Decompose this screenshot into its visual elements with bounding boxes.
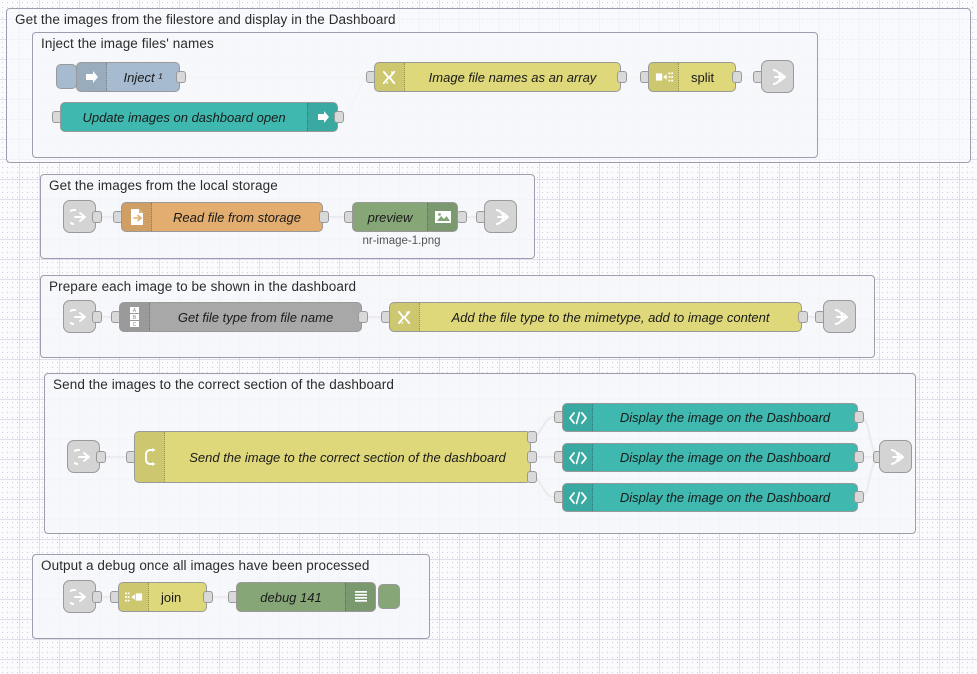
- node-inject-1-label: Inject ¹: [123, 69, 163, 85]
- node-debug-141-label: debug 141: [260, 589, 322, 605]
- template-code-icon: [563, 404, 593, 431]
- function-icon: [375, 63, 405, 91]
- node-preview[interactable]: preview: [352, 202, 458, 232]
- node-read-file-from-storage-label: Read file from storage: [173, 209, 301, 225]
- node-display-image-3-label: Display the image on the Dashboard: [619, 490, 831, 505]
- change-abc-icon: A B C: [120, 303, 150, 331]
- node-switch-send-to-section[interactable]: Send the image to the correct section of…: [134, 431, 531, 483]
- node-switch-output-port-1[interactable]: [527, 431, 537, 443]
- link-in-2[interactable]: [63, 200, 96, 233]
- node-display-image-1[interactable]: Display the image on the Dashboard: [562, 403, 858, 432]
- file-in-icon: [122, 203, 152, 231]
- node-read-file-from-storage[interactable]: Read file from storage: [121, 202, 323, 232]
- node-display-image-2[interactable]: Display the image on the Dashboard: [562, 443, 858, 472]
- link-in-3-output-port[interactable]: [92, 311, 102, 323]
- svg-text:A: A: [132, 308, 136, 314]
- node-add-mimetype-output-port[interactable]: [798, 311, 808, 323]
- node-image-file-names[interactable]: Image file names as an array: [374, 62, 621, 92]
- node-display-image-1-label: Display the image on the Dashboard: [619, 410, 831, 425]
- split-icon: [649, 63, 679, 91]
- node-switch-output-port-3[interactable]: [527, 471, 537, 483]
- link-in-icon: [69, 588, 86, 605]
- node-join[interactable]: join: [118, 582, 207, 612]
- group-storage-label: Get the images from the local storage: [49, 178, 278, 193]
- link-out-icon: [495, 208, 509, 225]
- node-image-file-names-label: Image file names as an array: [428, 69, 597, 85]
- node-debug-141[interactable]: debug 141: [236, 582, 376, 612]
- link-in-5[interactable]: [63, 580, 96, 613]
- node-display-image-3[interactable]: Display the image on the Dashboard: [562, 483, 858, 512]
- debug-enable-toggle-button[interactable]: [378, 584, 400, 609]
- link-out-icon: [772, 68, 786, 85]
- node-switch-send-to-section-label: Send the image to the correct section of…: [189, 449, 506, 465]
- link-in-4[interactable]: [67, 440, 100, 473]
- node-split-label: split: [691, 69, 715, 85]
- node-display-image-2-label: Display the image on the Dashboard: [619, 450, 831, 465]
- link-in-icon: [73, 448, 90, 465]
- link-in-4-output-port[interactable]: [96, 451, 106, 463]
- template-code-icon: [563, 484, 593, 511]
- node-update-on-open-output-port[interactable]: [334, 111, 344, 123]
- node-add-mimetype-label: Add the file type to the mimetype, add t…: [451, 309, 770, 325]
- inject-arrow-icon: [77, 63, 107, 91]
- group-inject-label: Inject the image files' names: [41, 36, 214, 51]
- node-add-mimetype[interactable]: Add the file type to the mimetype, add t…: [389, 302, 802, 332]
- node-file-names-output-port[interactable]: [617, 71, 627, 83]
- ui-control-arrow-icon: [307, 103, 337, 131]
- node-split-output-port[interactable]: [732, 71, 742, 83]
- link-in-icon: [69, 208, 86, 225]
- group-inject[interactable]: Inject the image files' names: [32, 32, 818, 158]
- link-in-2-output-port[interactable]: [92, 211, 102, 223]
- node-inject-1[interactable]: Inject ¹: [76, 62, 180, 92]
- inject-trigger-button[interactable]: [56, 64, 77, 89]
- node-get-file-type[interactable]: A B C Get file type from file name: [119, 302, 362, 332]
- node-display-1-output-port[interactable]: [854, 411, 864, 423]
- group-debug-label: Output a debug once all images have been…: [41, 558, 370, 573]
- debug-lines-icon: [345, 583, 375, 611]
- svg-text:B: B: [132, 315, 136, 321]
- node-switch-output-port-2[interactable]: [527, 451, 537, 463]
- group-send-label: Send the images to the correct section o…: [53, 377, 394, 392]
- node-read-file-output-port[interactable]: [319, 211, 329, 223]
- image-icon: [427, 203, 457, 231]
- link-out-4[interactable]: [879, 440, 912, 473]
- link-in-5-output-port[interactable]: [92, 591, 102, 603]
- node-get-filetype-output-port[interactable]: [358, 311, 368, 323]
- node-join-output-port[interactable]: [203, 591, 213, 603]
- node-get-file-type-label: Get file type from file name: [177, 309, 334, 325]
- node-update-on-open[interactable]: Update images on dashboard open: [60, 102, 338, 132]
- node-display-3-output-port[interactable]: [854, 491, 864, 503]
- function-icon: [390, 303, 420, 331]
- link-out-2[interactable]: [484, 200, 517, 233]
- svg-text:C: C: [132, 322, 136, 328]
- link-out-1[interactable]: [761, 60, 794, 93]
- node-preview-label: preview: [367, 209, 413, 225]
- link-in-icon: [69, 308, 86, 325]
- link-out-3[interactable]: [823, 300, 856, 333]
- inject-trigger-inner: [60, 68, 73, 85]
- group-outer-label: Get the images from the filestore and di…: [15, 12, 396, 27]
- template-code-icon: [563, 444, 593, 471]
- node-display-2-output-port[interactable]: [854, 451, 864, 463]
- node-update-on-open-label: Update images on dashboard open: [82, 109, 286, 125]
- node-preview-caption: nr-image-1.png: [362, 235, 441, 247]
- join-icon: [119, 583, 149, 611]
- switch-icon: [135, 432, 165, 482]
- node-join-label: join: [161, 589, 182, 605]
- node-inject-1-output-port[interactable]: [176, 71, 186, 83]
- node-split[interactable]: split: [648, 62, 736, 92]
- link-out-icon: [834, 308, 848, 325]
- group-prepare-label: Prepare each image to be shown in the da…: [49, 279, 357, 294]
- link-out-icon: [890, 448, 904, 465]
- node-preview-output-port[interactable]: [457, 211, 467, 223]
